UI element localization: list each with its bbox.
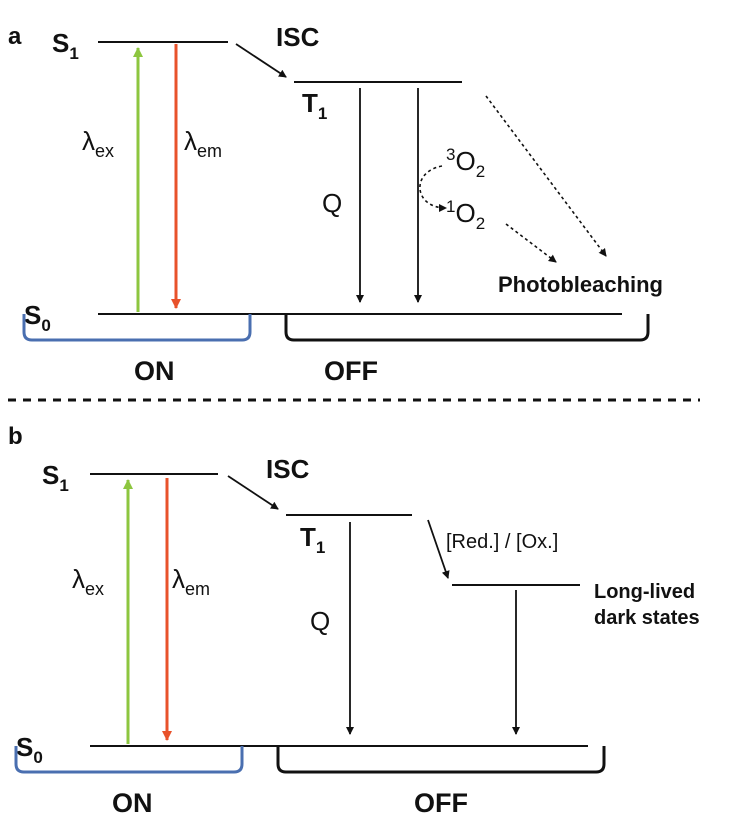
dark-state-label-line2: dark states	[594, 607, 700, 629]
q-label: Q	[322, 188, 342, 218]
lambda-em-label: λem	[172, 564, 210, 599]
photobleaching-label: Photobleaching	[498, 272, 663, 297]
panel-a-label: a	[8, 23, 22, 50]
panel-a: a S1 ISC T1 λex λem Q 3O2 1O2 Photobleac…	[8, 22, 663, 386]
redox-label: [Red.] / [Ox.]	[446, 531, 558, 553]
t1-label: T1	[302, 88, 327, 123]
s1-label: S1	[42, 460, 69, 495]
singlet-oxygen-to-bleach-arrow	[505, 223, 557, 263]
lambda-ex-label: λex	[82, 126, 114, 161]
on-label: ON	[112, 788, 153, 818]
t1-label: T1	[300, 522, 325, 557]
on-bracket	[14, 746, 244, 774]
off-bracket	[284, 314, 650, 342]
panel-b: b S1 ISC T1 [Red.] / [Ox.] Long-lived da…	[8, 423, 700, 818]
dark-state-label: Long-lived	[594, 581, 695, 603]
isc-label: ISC	[276, 22, 320, 52]
s0-label: S0	[16, 732, 43, 767]
redox-arrow	[427, 519, 450, 579]
on-label: ON	[134, 356, 175, 386]
lambda-em-label: λem	[184, 126, 222, 161]
lambda-ex-label: λex	[72, 564, 104, 599]
off-label: OFF	[414, 788, 468, 818]
on-bracket	[22, 314, 252, 342]
triplet-to-bleach-arrow	[485, 95, 607, 257]
isc-arrow	[227, 475, 279, 510]
panel-b-label: b	[8, 423, 23, 450]
triplet-oxygen-label: 3O2	[446, 145, 485, 181]
isc-label: ISC	[266, 454, 310, 484]
off-label: OFF	[324, 356, 378, 386]
singlet-oxygen-label: 1O2	[446, 197, 485, 233]
off-bracket	[276, 746, 606, 774]
s1-label: S1	[52, 28, 79, 63]
s0-label: S0	[24, 300, 51, 335]
isc-arrow	[235, 43, 287, 78]
q-label: Q	[310, 606, 330, 636]
oxygen-conversion-arrow	[419, 165, 447, 212]
